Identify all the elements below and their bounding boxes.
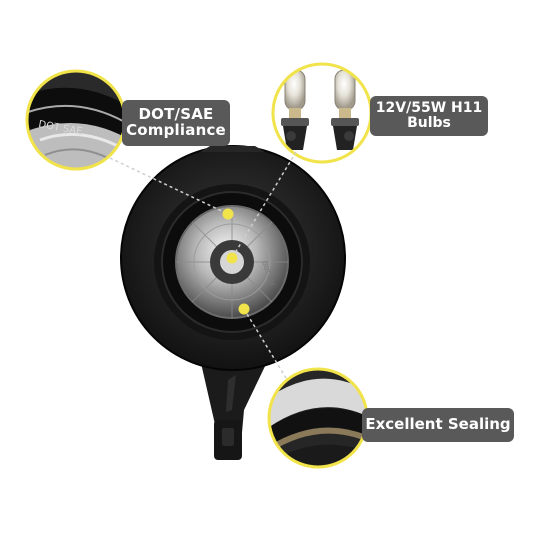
bulbs-line2: Bulbs: [407, 115, 451, 131]
callout-dots: [222, 208, 250, 315]
fog-light-housing: DOT SAE: [120, 145, 346, 460]
bulbs-callout-label: 12V/55W H11 Bulbs: [370, 96, 488, 136]
bulb-icon: [281, 69, 309, 150]
callout-leader-lines: [109, 151, 297, 379]
sealing-callout-label: Excellent Sealing: [362, 408, 514, 442]
callout-dot-sealing: [238, 303, 250, 315]
callout-dot-bulb: [226, 252, 238, 264]
bulbs-line1: 12V/55W H11: [375, 100, 483, 117]
h11-bulbs-inset: [271, 62, 373, 164]
sealing-label: Excellent Sealing: [365, 415, 511, 434]
dot-sae-line1: DOT/SAE: [138, 105, 214, 124]
dot-sae-callout-label: DOT/SAE Compliance: [122, 100, 230, 146]
bulb-icon: [331, 69, 359, 150]
dot-sae-inset: DOT SAE: [25, 69, 127, 171]
sealing-inset: [267, 367, 369, 469]
dot-sae-line2: Compliance: [126, 121, 226, 139]
callout-dot-dot-sae: [222, 208, 234, 220]
